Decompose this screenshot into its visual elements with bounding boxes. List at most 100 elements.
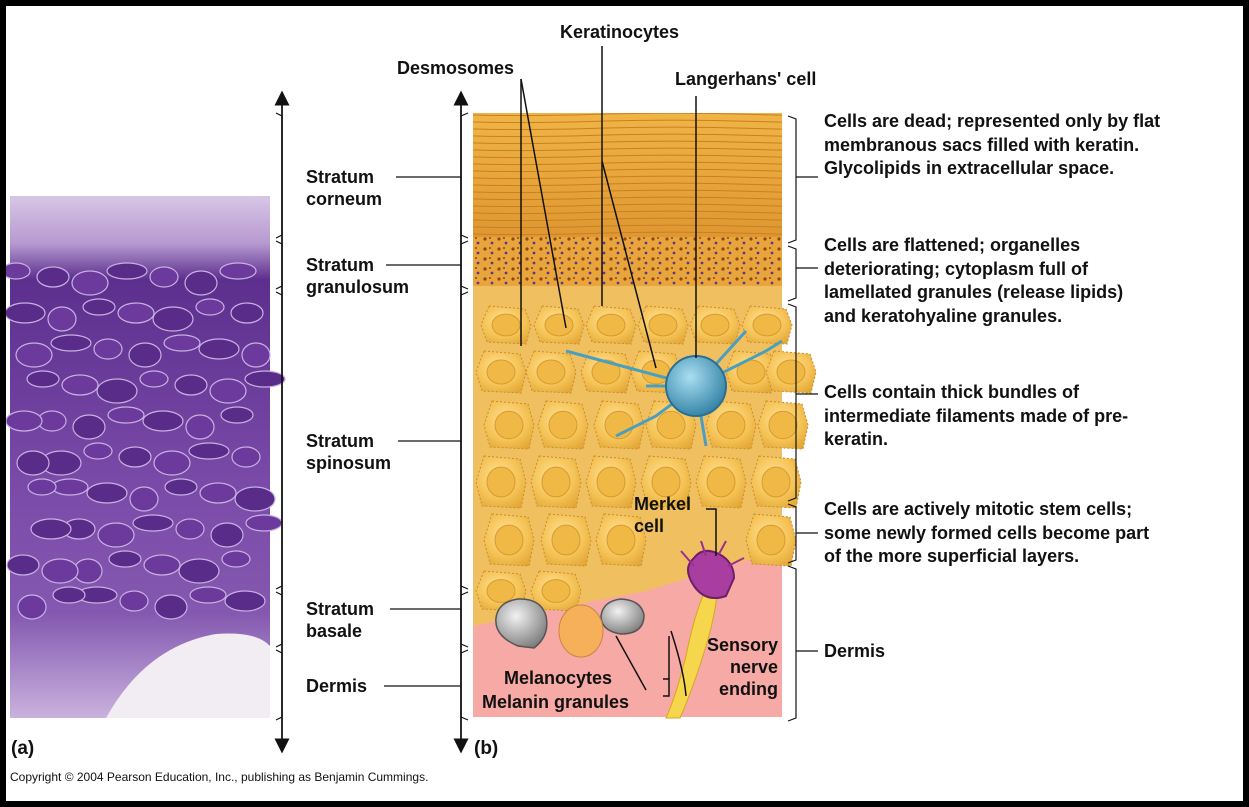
- histology-cell: [133, 515, 173, 531]
- histology-cell: [165, 479, 197, 495]
- histology-cell: [94, 339, 122, 359]
- left-brackets: [276, 113, 282, 720]
- figure-frame: Stratum corneum Stratum granulosum Strat…: [6, 6, 1243, 801]
- desc-basale-line2: some newly formed cells become part: [824, 522, 1149, 546]
- keratinocyte-nucleus: [487, 360, 515, 384]
- histology-cell: [108, 407, 144, 423]
- label-stratum-spinosum-line2: spinosum: [306, 452, 391, 474]
- keratinocyte-nucleus: [769, 411, 797, 438]
- keratinocyte-nucleus: [717, 411, 745, 438]
- histology-cell: [120, 591, 148, 611]
- label-keratinocytes: Keratinocytes: [560, 21, 679, 43]
- label-sensory-line3: ending: [696, 678, 778, 700]
- keratinocyte-nucleus: [753, 314, 781, 336]
- histology-cell: [42, 559, 78, 583]
- desc-corneum-line3: Glycolipids in extracellular space.: [824, 157, 1160, 181]
- keratinocyte-nucleus: [542, 580, 570, 603]
- histology-cell: [246, 515, 282, 531]
- keratinocyte-nucleus: [537, 360, 565, 384]
- histology-cell: [220, 263, 256, 279]
- histology-cell: [107, 263, 147, 279]
- histology-cell: [6, 411, 42, 431]
- copyright-notice: Copyright © 2004 Pearson Education, Inc.…: [10, 770, 428, 784]
- histology-cell: [6, 263, 30, 279]
- histology-cell: [144, 555, 180, 575]
- histology-cell: [109, 551, 141, 567]
- label-stratum-basale: Stratum basale: [306, 598, 374, 642]
- histology-cell: [154, 451, 190, 475]
- histology-cell: [31, 519, 71, 539]
- histology-cell: [87, 483, 127, 503]
- desc-granulosum: Cells are flattened; organelles deterior…: [824, 234, 1123, 328]
- desc-corneum: Cells are dead; represented only by flat…: [824, 110, 1160, 181]
- keratinocyte-nucleus: [707, 467, 735, 497]
- histology-cell: [176, 519, 204, 539]
- label-sensory-line2: nerve: [696, 656, 778, 678]
- b-left-brackets: [461, 113, 468, 720]
- keratinocyte-nucleus: [607, 525, 635, 555]
- histology-cell: [245, 371, 285, 387]
- keratinocyte-nucleus: [545, 314, 573, 336]
- histology-cell: [221, 407, 253, 423]
- histology-cell: [242, 343, 270, 367]
- histology-cell: [97, 379, 137, 403]
- label-dermis-left: Dermis: [306, 675, 367, 697]
- label-sensory-line1: Sensory: [696, 634, 778, 656]
- histology-cell: [72, 271, 108, 295]
- desc-corneum-line2: membranous sacs filled with keratin.: [824, 134, 1160, 158]
- label-stratum-basale-line2: basale: [306, 620, 374, 642]
- keratinocyte-nucleus: [757, 525, 785, 555]
- desc-granulosum-line1: Cells are flattened; organelles: [824, 234, 1123, 258]
- desc-basale: Cells are actively mitotic stem cells; s…: [824, 498, 1149, 569]
- histology-cell: [153, 307, 193, 331]
- histology-cell: [232, 447, 260, 467]
- keratinocyte-nucleus: [649, 314, 677, 336]
- histology-cell: [51, 335, 91, 351]
- histology-cell: [164, 335, 200, 351]
- label-sensory-nerve-ending: Sensory nerve ending: [696, 634, 778, 700]
- desc-granulosum-line2: deteriorating; cytoplasm full of: [824, 258, 1123, 282]
- histology-cell: [155, 595, 187, 619]
- histology-cell: [98, 523, 134, 547]
- histology-cell: [143, 411, 183, 431]
- label-melanocytes: Melanocytes: [504, 667, 612, 689]
- histology-cell: [73, 415, 105, 439]
- label-stratum-corneum-line2: corneum: [306, 188, 382, 210]
- histology-cell: [150, 267, 178, 287]
- desc-spinosum-line1: Cells contain thick bundles of: [824, 381, 1128, 405]
- label-stratum-granulosum-line1: Stratum: [306, 254, 409, 276]
- histology-cell: [83, 299, 115, 315]
- label-merkel-cell: Merkel cell: [634, 493, 691, 537]
- label-merkel-line2: cell: [634, 515, 691, 537]
- histology-cell: [185, 271, 217, 295]
- keratinocyte-nucleus: [701, 314, 729, 336]
- keratinocyte-nucleus: [492, 314, 520, 336]
- histology-cell: [16, 343, 52, 367]
- histology-cell: [231, 303, 263, 323]
- epidermis-drawing: [473, 113, 816, 718]
- histology-cell: [190, 587, 226, 603]
- label-stratum-corneum-line1: Stratum: [306, 166, 382, 188]
- desc-corneum-line1: Cells are dead; represented only by flat: [824, 110, 1160, 134]
- panel-label-a: (a): [11, 738, 34, 760]
- keratinocyte-nucleus: [495, 525, 523, 555]
- label-merkel-line1: Merkel: [634, 493, 691, 515]
- histology-cell: [222, 551, 250, 567]
- desc-basale-line3: of the more superficial layers.: [824, 545, 1149, 569]
- keratinocyte-nucleus: [657, 411, 685, 438]
- keratinocyte-nucleus: [597, 467, 625, 497]
- label-melanin-granules: Melanin granules: [482, 691, 629, 713]
- keratinocyte-nucleus: [487, 467, 515, 497]
- histology-cell: [196, 299, 224, 315]
- keratinocyte-nucleus: [487, 580, 515, 603]
- desc-dermis: Dermis: [824, 640, 885, 664]
- keratinocyte-nucleus: [495, 411, 523, 438]
- keratinocyte-nucleus: [549, 411, 577, 438]
- label-stratum-spinosum-line1: Stratum: [306, 430, 391, 452]
- histology-cell: [119, 447, 151, 467]
- label-desmosomes: Desmosomes: [397, 57, 514, 79]
- histology-cell: [84, 443, 112, 459]
- keratinocyte-nucleus: [597, 314, 625, 336]
- desc-granulosum-line4: and keratohyaline granules.: [824, 305, 1123, 329]
- label-stratum-granulosum: Stratum granulosum: [306, 254, 409, 298]
